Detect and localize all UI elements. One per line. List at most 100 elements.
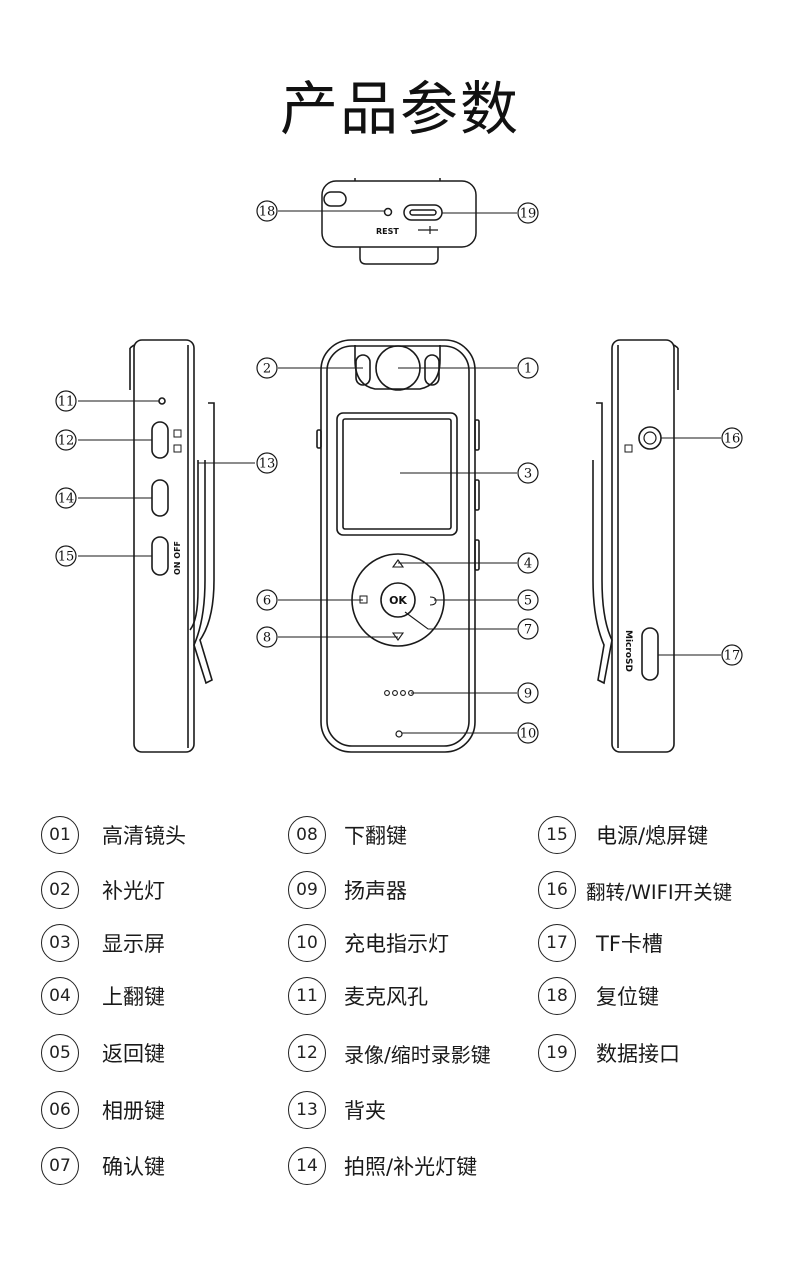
legend-item-19: 19 数据接口 [538, 1034, 680, 1072]
svg-text:4: 4 [524, 557, 532, 572]
svg-text:5: 5 [524, 594, 532, 609]
callout-13: 13 [256, 452, 278, 474]
svg-text:16: 16 [724, 432, 741, 447]
callout-19: 19 [517, 202, 539, 224]
legend-label: 相册键 [102, 1099, 165, 1123]
ok-button [380, 582, 416, 618]
svg-text:9: 9 [524, 687, 532, 702]
svg-text:7: 7 [524, 623, 532, 638]
svg-text:15: 15 [58, 550, 75, 565]
legend-label: 上翻键 [102, 985, 165, 1009]
svg-text:10: 10 [520, 727, 537, 742]
right-side-view [592, 339, 679, 753]
callout-6: 6 [256, 589, 278, 611]
legend-number: 18 [538, 977, 576, 1015]
legend-number: 12 [288, 1034, 326, 1072]
legend-label: 显示屏 [102, 932, 165, 956]
svg-text:1: 1 [524, 362, 532, 377]
legend-label: 翻转/WIFI开关键 [586, 880, 733, 904]
callout-7: 7 [517, 618, 539, 640]
legend-number: 02 [41, 871, 79, 909]
legend-number: 17 [538, 924, 576, 962]
legend-number: 05 [41, 1034, 79, 1072]
legend-label: 数据接口 [596, 1042, 680, 1066]
left-side-view [129, 339, 215, 753]
callout-18: 18 [256, 200, 278, 222]
legend-number: 13 [288, 1091, 326, 1129]
callout-2: 2 [256, 357, 278, 379]
ok-label: OK [389, 594, 407, 607]
rest-label: REST [376, 227, 399, 236]
callout-5: 5 [517, 589, 539, 611]
callout-4: 4 [517, 552, 539, 574]
legend-label: 扬声器 [344, 879, 407, 903]
svg-text:19: 19 [520, 207, 537, 222]
legend-number: 10 [288, 924, 326, 962]
callout-15: 15 [55, 545, 77, 567]
legend-item-18: 18 复位键 [538, 977, 659, 1015]
product-diagram: REST OK [55, 178, 743, 753]
legend-number: 08 [288, 816, 326, 854]
legend-label: 录像/缩时录影键 [344, 1042, 491, 1067]
legend-number: 09 [288, 871, 326, 909]
legend-label: 补光灯 [102, 879, 165, 903]
svg-text:6: 6 [263, 594, 271, 609]
reset-hole [383, 207, 393, 217]
callout-markers: 1 2 3 4 5 6 7 8 9 10 11 12 13 14 15 16 1… [55, 200, 743, 744]
callout-12: 12 [55, 429, 77, 451]
svg-text:2: 2 [263, 362, 271, 377]
legend-label: 高清镜头 [102, 824, 186, 848]
svg-text:11: 11 [58, 395, 75, 410]
fill-light-left [355, 354, 371, 386]
legend-item-08: 08 下翻键 [288, 816, 407, 854]
callout-16: 16 [721, 427, 743, 449]
legend-item-05: 05 返回键 [41, 1034, 165, 1072]
legend-label: 电源/熄屏键 [596, 824, 709, 848]
legend-item-10: 10 充电指示灯 [288, 924, 449, 962]
legend-item-07: 07 确认键 [41, 1147, 165, 1185]
legend-number: 15 [538, 816, 576, 854]
callout-10: 10 [517, 722, 539, 744]
top-view [321, 178, 477, 265]
legend-label: TF卡槽 [596, 932, 663, 956]
callout-9: 9 [517, 682, 539, 704]
legend-item-11: 11 麦克风孔 [288, 977, 428, 1015]
callout-3: 3 [517, 462, 539, 484]
callout-14: 14 [55, 487, 77, 509]
legend-label: 确认键 [102, 1155, 165, 1179]
page-title: 产品参数 [279, 75, 520, 143]
legend-label: 下翻键 [344, 824, 407, 848]
legend-number: 07 [41, 1147, 79, 1185]
svg-text:3: 3 [524, 467, 532, 482]
front-view [316, 339, 480, 753]
svg-text:13: 13 [259, 457, 276, 472]
legend-item-12: 12 录像/缩时录影键 [288, 1034, 491, 1072]
legend-number: 19 [538, 1034, 576, 1072]
legend-label: 背夹 [344, 1099, 386, 1123]
legend-item-01: 01 高清镜头 [41, 816, 186, 854]
legend-item-14: 14 拍照/补光灯键 [288, 1147, 477, 1185]
tf-slot [641, 627, 659, 681]
legend-number: 14 [288, 1147, 326, 1185]
svg-text:8: 8 [263, 631, 271, 646]
svg-text:17: 17 [724, 649, 741, 664]
callout-8: 8 [256, 626, 278, 648]
onoff-label: ON OFF [173, 541, 182, 575]
legend-item-17: 17 TF卡槽 [538, 924, 663, 962]
callout-lines [78, 210, 721, 734]
svg-text:12: 12 [58, 434, 75, 449]
callout-17: 17 [721, 644, 743, 666]
legend-number: 11 [288, 977, 326, 1015]
legend-item-06: 06 相册键 [41, 1091, 165, 1129]
legend-item-09: 09 扬声器 [288, 871, 407, 909]
legend-number: 06 [41, 1091, 79, 1129]
fill-light-right [424, 354, 440, 386]
legend-number: 03 [41, 924, 79, 962]
microsd-label: MicroSD [623, 630, 633, 672]
legend-number: 16 [538, 871, 576, 909]
legend-item-03: 03 显示屏 [41, 924, 165, 962]
legend-number: 04 [41, 977, 79, 1015]
legend-item-02: 02 补光灯 [41, 871, 165, 909]
legend-item-13: 13 背夹 [288, 1091, 386, 1129]
